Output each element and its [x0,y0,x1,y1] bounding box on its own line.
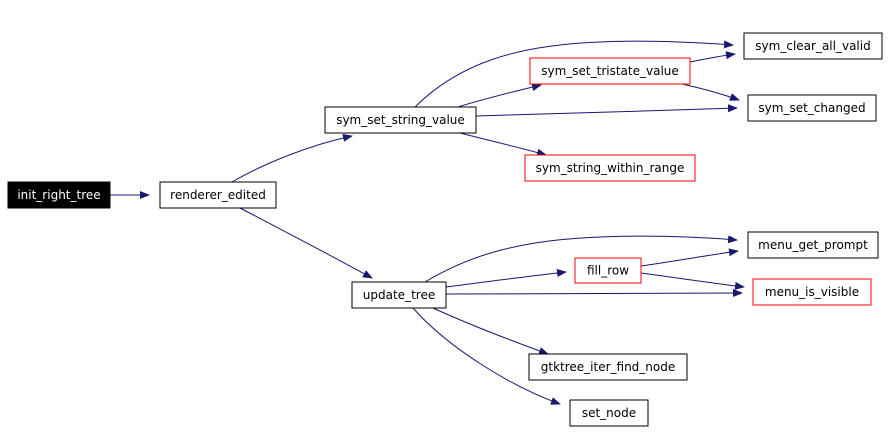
node-box [529,57,691,85]
node-sym_string_within_range[interactable]: sym_string_within_range [524,154,696,182]
edge-sym_set_tristate_value-to-sym_clear_all_valid [689,51,736,63]
node-label: menu_get_prompt [758,238,868,252]
edge-update_tree-to-menu_is_visible [445,289,743,298]
node-label: menu_is_visible [765,285,859,299]
node-box [351,281,447,309]
edge-renderer_edited-to-sym_set_string_value [231,133,353,183]
node-box [574,257,642,284]
edge-sym_set_string_value-to-sym_clear_all_valid [414,40,734,108]
edge-update_tree-to-set_node [412,307,561,405]
node-label: fill_row [587,264,629,278]
node-fill_row[interactable]: fill_row [574,257,642,284]
node-label: sym_set_tristate_value [541,64,679,78]
edge-update_tree-to-menu_get_prompt [424,235,738,283]
node-menu_get_prompt[interactable]: menu_get_prompt [747,231,879,259]
edge-sym_set_string_value-to-sym_set_tristate_value [457,83,542,108]
node-renderer_edited[interactable]: renderer_edited [159,181,277,209]
node-box [524,154,696,182]
edge-fill_row-to-menu_is_visible [640,272,745,290]
node-box [747,231,879,259]
nodes: init_right_tree renderer_edited sym_set_st… [7,32,883,427]
edge-update_tree-to-fill_row [445,269,567,288]
node-box [159,181,277,209]
node-box [7,181,111,209]
node-label: sym_set_changed [758,101,865,115]
edge-fill_row-to-menu_get_prompt [640,248,739,267]
node-label: renderer_edited [170,188,266,202]
node-box [528,353,688,381]
edge-sym_set_string_value-to-sym_string_within_range [459,132,547,157]
node-box [324,106,477,134]
edge-renderer_edited-to-update_tree [239,207,373,279]
node-box [743,32,883,60]
node-box [747,94,877,122]
node-gtktree_iter_find_node[interactable]: gtktree_iter_find_node [528,353,688,381]
node-box [569,399,649,427]
node-update_tree[interactable]: update_tree [351,281,447,309]
node-sym_clear_all_valid[interactable]: sym_clear_all_valid [743,32,883,60]
node-box [752,278,872,306]
edge-sym_set_string_value-to-sym_set_changed [475,104,738,117]
edge-sym_set_tristate_value-to-sym_set_changed [681,83,740,101]
node-sym_set_tristate_value[interactable]: sym_set_tristate_value [529,57,691,85]
edges [110,40,745,405]
node-menu_is_visible[interactable]: menu_is_visible [752,278,872,306]
node-set_node[interactable]: set_node [569,399,649,427]
node-label: sym_clear_all_valid [755,39,870,53]
node-init_right_tree[interactable]: init_right_tree [7,181,111,209]
edge-update_tree-to-gtktree_iter_find_node [432,307,549,355]
node-label: sym_set_string_value [336,113,465,127]
node-sym_set_string_value[interactable]: sym_set_string_value [324,106,477,134]
node-label: init_right_tree [17,188,100,202]
node-sym_set_changed[interactable]: sym_set_changed [747,94,877,122]
node-label: gtktree_iter_find_node [541,360,676,374]
node-label: update_tree [363,288,435,302]
node-label: set_node [582,406,636,420]
node-label: sym_string_within_range [536,161,685,175]
